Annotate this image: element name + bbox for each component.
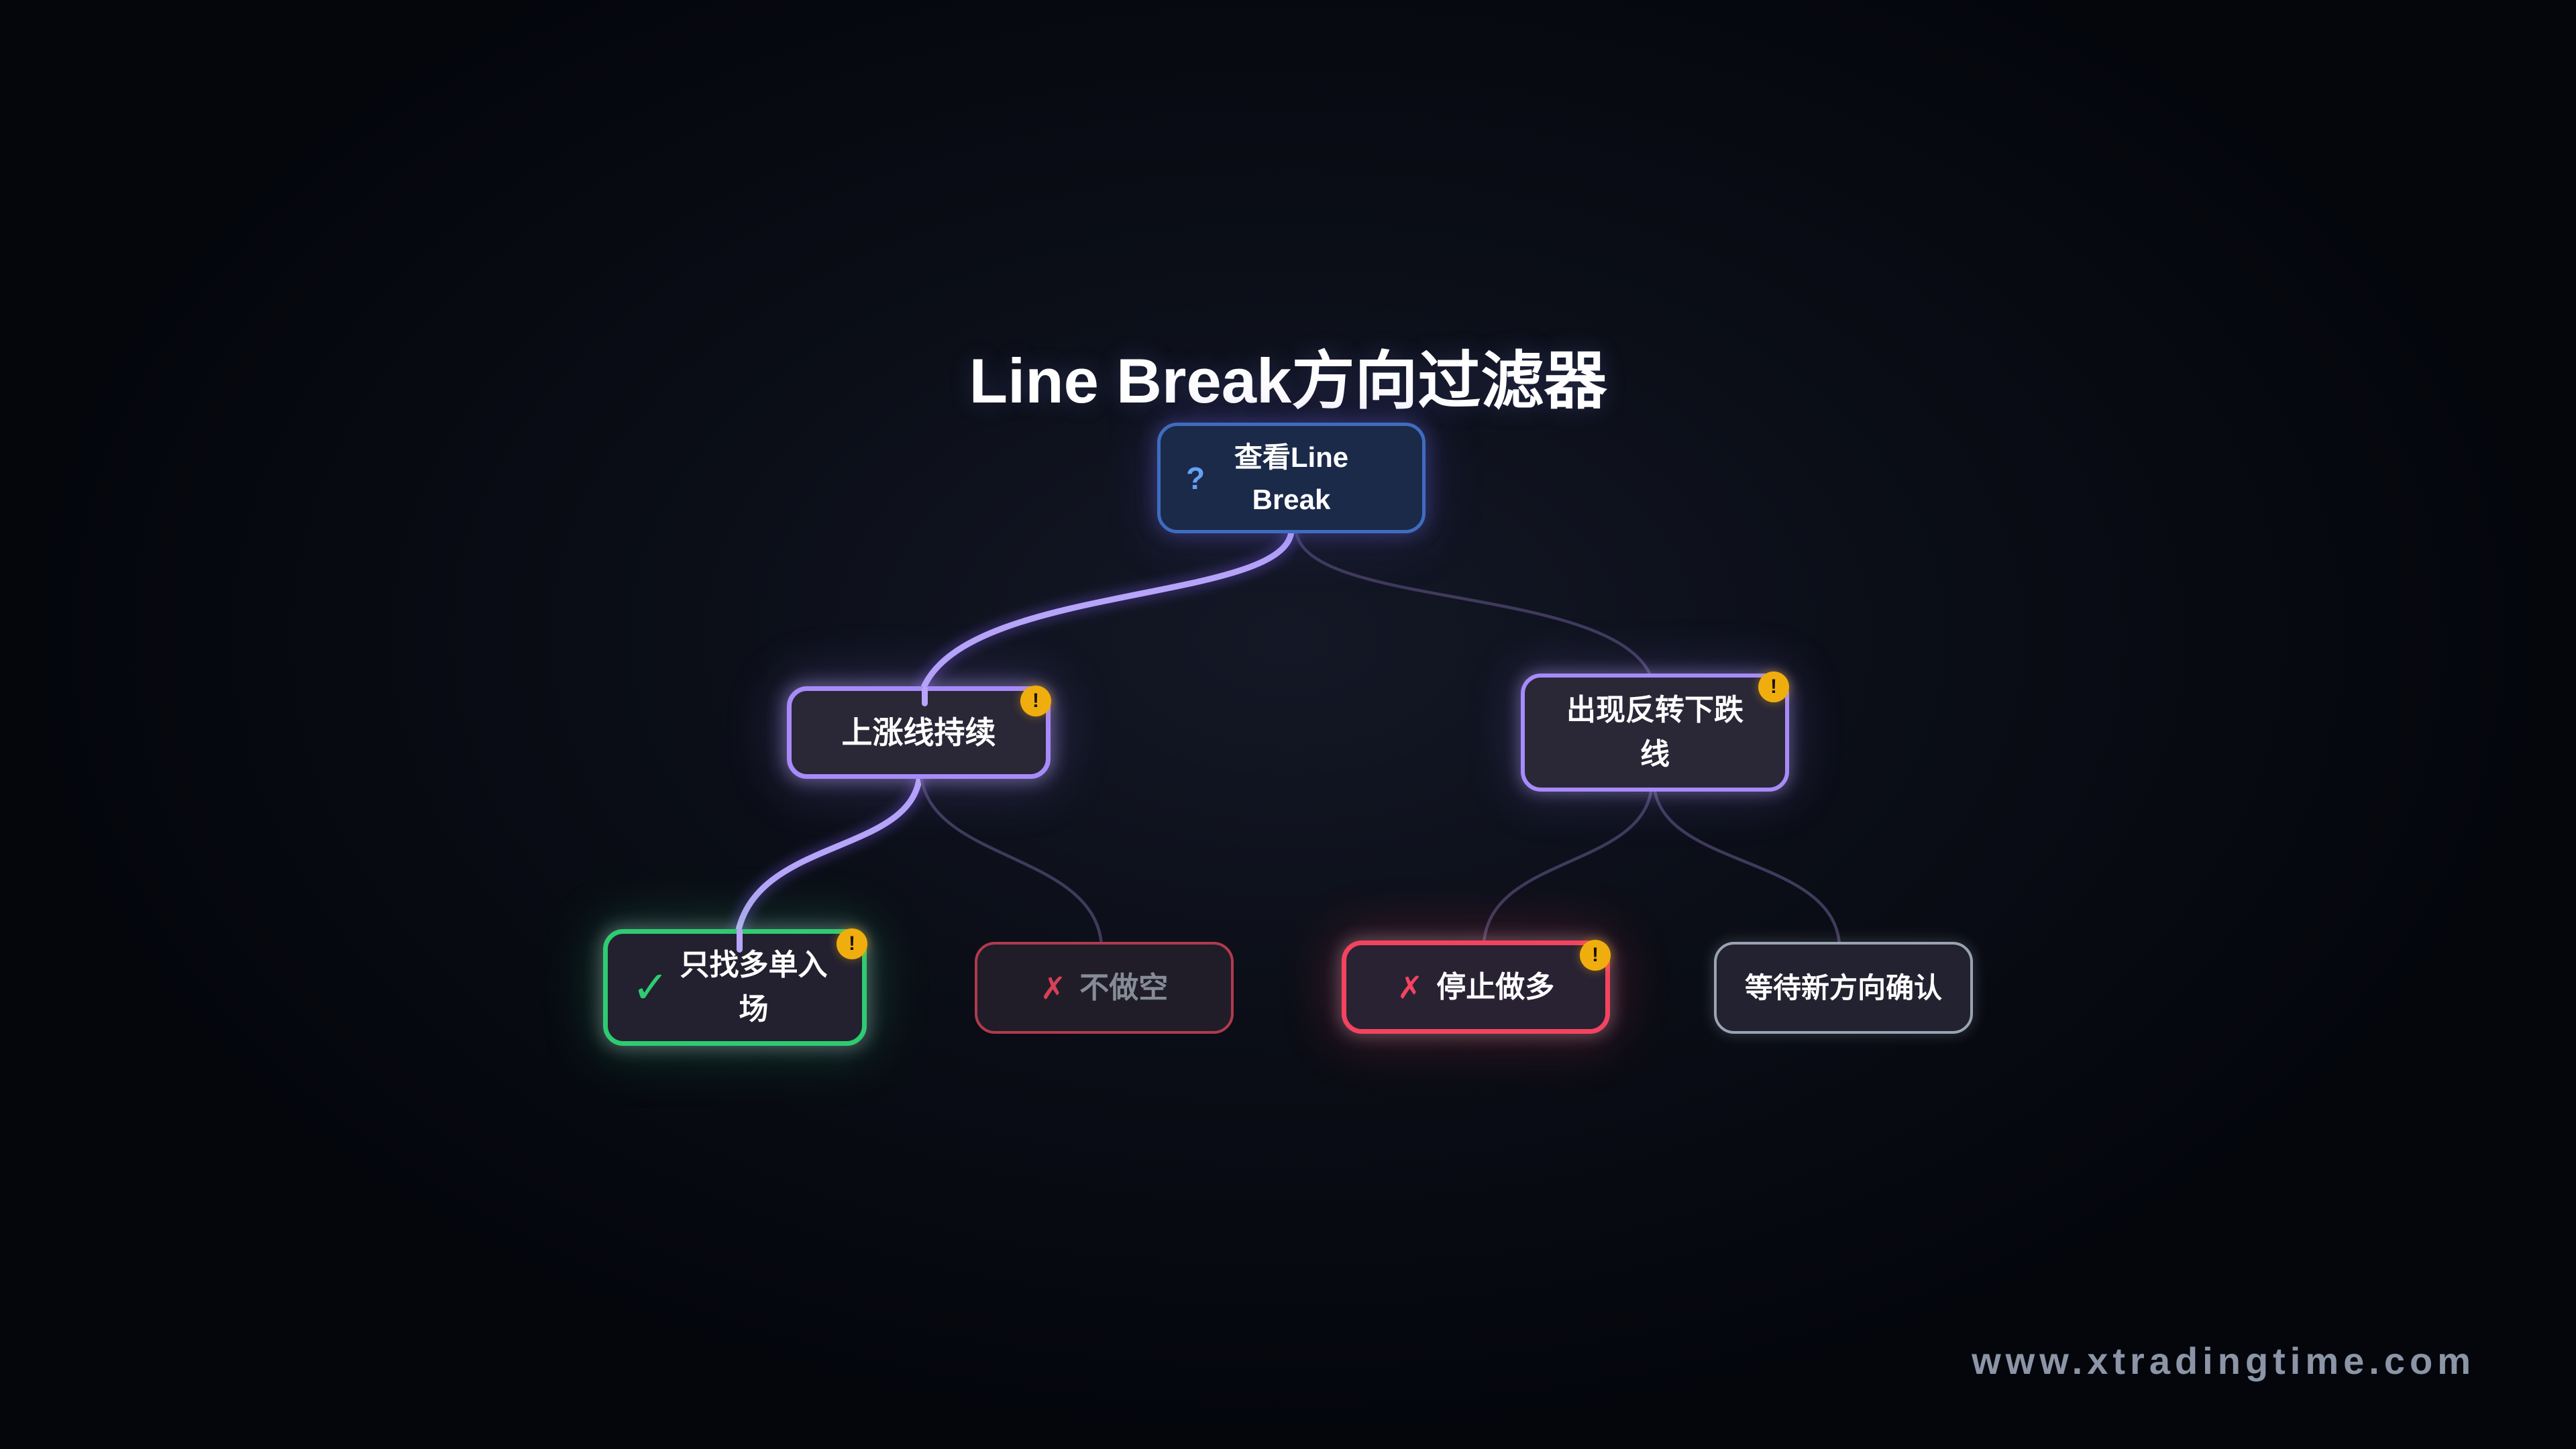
node-label: 只找多单入场	[680, 949, 828, 1026]
node-label: 停止做多	[1436, 970, 1555, 1004]
alert-badge-icon: !	[1020, 686, 1051, 716]
page-title: Line Break方向过滤器	[969, 345, 1607, 416]
node-stop-long[interactable]: ✗ 停止做多 !	[1342, 940, 1611, 1034]
edge-root-to-reversal	[1294, 529, 1655, 684]
node-long-entries-only[interactable]: ✓ 只找多单入场 !	[603, 928, 867, 1046]
edge-up-to-noshort	[919, 773, 1104, 947]
alert-badge-icon: !	[1758, 672, 1789, 702]
alert-badge-icon: !	[837, 928, 867, 959]
node-label: 等待新方向确认	[1744, 972, 1942, 1004]
edge-reversal-to-stop	[1482, 786, 1654, 945]
node-reversal-down-line[interactable]: 出现反转下跌线 !	[1521, 672, 1789, 792]
node-uptrend-continues[interactable]: 上涨线持续 !	[787, 686, 1051, 779]
cross-icon: ✗	[1040, 970, 1067, 1006]
edge-glow-up-long	[729, 768, 927, 955]
edge-reversal-to-wait	[1652, 786, 1841, 947]
watermark-url: www.xtradingtime.com	[1972, 1340, 2475, 1382]
check-icon: ✓	[632, 962, 669, 1012]
node-label: 查看Line Break	[1234, 441, 1349, 515]
edge-root-to-up	[918, 528, 1295, 696]
connector-stub	[922, 686, 928, 706]
edge-up-to-long	[733, 772, 923, 951]
node-label: 上涨线持续	[841, 714, 996, 750]
node-wait-new-direction[interactable]: 等待新方向确认	[1714, 942, 1973, 1034]
connector-stub	[737, 928, 743, 953]
question-icon: ?	[1186, 460, 1205, 496]
node-label: 不做空	[1079, 971, 1169, 1004]
edge-glow-root-up	[914, 524, 1299, 700]
node-no-short[interactable]: ✗ 不做空	[975, 942, 1234, 1034]
alert-badge-icon: !	[1580, 940, 1611, 971]
node-label: 出现反转下跌线	[1566, 694, 1743, 771]
node-check-line-break[interactable]: ? 查看Line Break	[1157, 423, 1426, 533]
cross-icon: ✗	[1397, 969, 1424, 1005]
